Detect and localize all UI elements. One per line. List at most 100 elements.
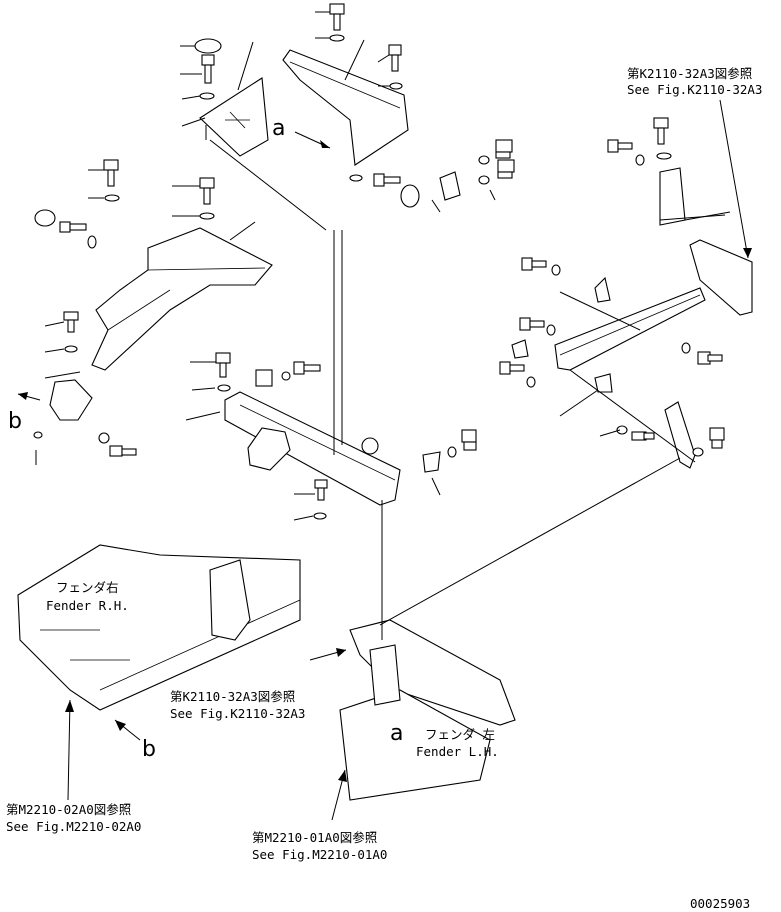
clip-bracket xyxy=(422,451,441,473)
washer-icon xyxy=(389,82,403,90)
center-fastener-group xyxy=(349,139,515,213)
bolt-icon xyxy=(103,159,119,187)
ref-k2110-mid-en: See Fig.K2110-32A3 xyxy=(170,706,305,721)
fender-lh-label: フェンダ 左 Fender L.H. xyxy=(416,727,499,759)
fender-rh-label: フェンダ右 Fender R.H. xyxy=(46,580,129,613)
left-fender xyxy=(309,457,681,821)
clip-bracket xyxy=(439,171,461,201)
fender-rh-jp: フェンダ右 xyxy=(56,580,119,595)
drawing-number: 00025903 xyxy=(690,896,750,911)
bolt-icon xyxy=(499,361,525,375)
fender-bracket xyxy=(91,227,273,371)
center-frame-assembly xyxy=(185,139,477,521)
fender-lh-en: Fender L.H. xyxy=(416,744,499,759)
left-fender-support xyxy=(17,159,273,465)
fender-post xyxy=(209,559,251,641)
block-icon xyxy=(255,369,273,387)
nut-icon xyxy=(361,437,379,455)
view-marker-a-bottom: a xyxy=(390,721,403,746)
view-marker-b-left: b xyxy=(8,409,22,434)
cap-icon xyxy=(400,184,420,208)
washer-icon xyxy=(656,152,672,160)
ref-m2210-02-jp: 第M2210-02A0図参照 xyxy=(6,802,131,817)
bolt-icon xyxy=(59,221,87,233)
fender-rh-body xyxy=(17,544,301,711)
washer-icon xyxy=(551,264,561,276)
ref-k2110-top-en: See Fig.K2110-32A3 xyxy=(627,82,762,97)
reference-m2210-02: 第M2210-02A0図参照 See Fig.M2210-02A0 xyxy=(6,802,141,834)
right-frame-assembly xyxy=(499,99,753,469)
washer-icon xyxy=(33,431,43,439)
end-plate xyxy=(664,401,696,469)
support-bracket xyxy=(282,49,409,166)
bolt-icon xyxy=(373,173,401,187)
main-beam xyxy=(224,391,401,506)
bolt-icon xyxy=(329,3,345,31)
ref-m2210-01-en: See Fig.M2210-01A0 xyxy=(252,847,387,862)
bolt-icon xyxy=(631,431,655,441)
washer-icon xyxy=(329,34,345,42)
bolt-icon xyxy=(199,177,215,205)
washer-icon xyxy=(104,194,120,202)
washer-icon xyxy=(217,384,231,392)
reference-m2210-01: 第M2210-01A0図参照 See Fig.M2210-01A0 xyxy=(252,830,387,862)
washer-icon xyxy=(526,376,536,388)
clip-icon xyxy=(511,339,529,359)
washer-icon xyxy=(199,212,215,220)
cover-plate xyxy=(199,77,269,157)
washer-icon xyxy=(546,324,556,336)
washer-icon xyxy=(616,425,628,435)
corner-cover xyxy=(689,239,753,316)
bolt-icon xyxy=(497,159,515,179)
bolt-icon xyxy=(495,139,513,159)
washer-icon xyxy=(98,432,110,444)
top-right-bracket-assembly xyxy=(282,3,409,166)
bolt-icon xyxy=(697,351,723,365)
washer-icon xyxy=(478,155,490,165)
beam-bracket xyxy=(247,427,291,471)
washer-icon xyxy=(349,174,363,182)
bolt-icon xyxy=(653,117,669,145)
ref-m2210-02-en: See Fig.M2210-02A0 xyxy=(6,819,141,834)
view-marker-a-top: a xyxy=(272,116,285,141)
bolt-icon xyxy=(314,479,328,501)
washer-icon xyxy=(635,154,645,166)
mount-bracket xyxy=(659,167,686,226)
bolt-icon xyxy=(63,311,79,333)
bolt-icon xyxy=(109,445,137,457)
reference-k2110-top: 第K2110-32A3図参照 See Fig.K2110-32A3 xyxy=(627,66,762,97)
right-fender xyxy=(17,544,301,801)
bolt-icon xyxy=(461,429,477,451)
frame-post xyxy=(369,644,401,706)
bolt-icon xyxy=(709,427,725,449)
washer-icon xyxy=(692,447,704,457)
bolt-icon xyxy=(293,361,321,375)
washer-icon xyxy=(64,345,78,353)
washer-icon xyxy=(447,446,457,458)
washer-icon xyxy=(313,512,327,520)
view-marker-b-bottom: b xyxy=(142,737,156,762)
bolt-icon xyxy=(607,139,633,153)
washer-icon xyxy=(681,342,691,354)
washer-icon xyxy=(478,175,490,185)
ref-m2210-01-jp: 第M2210-01A0図参照 xyxy=(252,830,377,845)
grommet-icon xyxy=(34,209,56,227)
bolt-icon xyxy=(519,317,545,331)
ref-k2110-top-jp: 第K2110-32A3図参照 xyxy=(627,66,752,81)
reference-k2110-mid: 第K2110-32A3図参照 See Fig.K2110-32A3 xyxy=(170,689,305,721)
top-left-plate-assembly xyxy=(180,38,269,157)
washer-icon xyxy=(199,92,215,100)
bolt-icon xyxy=(388,44,402,72)
side-bracket xyxy=(49,379,93,421)
bolt-icon xyxy=(201,54,215,84)
ref-k2110-mid-jp: 第K2110-32A3図参照 xyxy=(170,689,295,704)
bolt-icon xyxy=(215,352,231,378)
clip-icon xyxy=(594,373,613,393)
fender-rh-en: Fender R.H. xyxy=(46,598,129,613)
fender-lh-jp: フェンダ 左 xyxy=(425,727,495,742)
washer-icon xyxy=(87,235,97,249)
clip-icon xyxy=(594,276,611,303)
washer-icon xyxy=(281,371,291,381)
rubber-cap-icon xyxy=(194,38,222,54)
